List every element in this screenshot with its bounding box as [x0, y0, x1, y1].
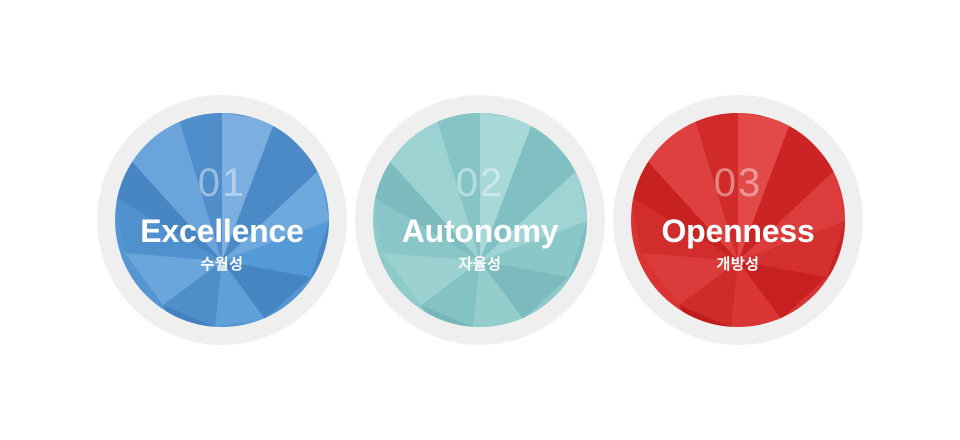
gem-facet-group: [631, 113, 845, 327]
circle-content-excellence: 01 Excellence 수월성: [115, 113, 329, 327]
value-title: Openness: [661, 212, 815, 249]
gem-facets-svg: [115, 113, 329, 327]
value-title: Autonomy: [401, 212, 559, 249]
value-number: 03: [713, 160, 763, 205]
value-circle-autonomy[interactable]: 02 Autonomy 자율성: [355, 95, 605, 345]
gem-facets-svg: [631, 113, 845, 327]
value-subtitle: 수월성: [200, 255, 244, 273]
gem-facet-pattern-openness: [631, 113, 845, 327]
value-subtitle: 자율성: [458, 255, 502, 273]
value-number: 01: [197, 160, 247, 205]
circle-content-autonomy: 02 Autonomy 자율성: [373, 113, 587, 327]
gem-facet-pattern-excellence: [115, 113, 329, 327]
circle-content-openness: 03 Openness 개방성: [631, 113, 845, 327]
value-circle-openness[interactable]: 03 Openness 개방성: [613, 95, 863, 345]
value-title: Excellence: [140, 212, 304, 249]
value-subtitle: 개방성: [716, 255, 760, 273]
gem-facet-group: [115, 113, 329, 327]
value-circle-excellence[interactable]: 01 Excellence 수월성: [97, 95, 347, 345]
value-number: 02: [455, 160, 505, 205]
